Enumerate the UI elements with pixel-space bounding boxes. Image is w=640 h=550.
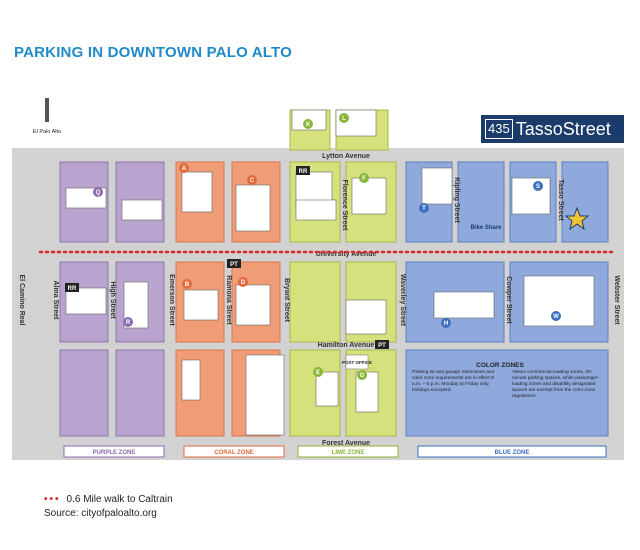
marker-r: R xyxy=(123,317,133,327)
post-office: POST OFFICE xyxy=(342,354,372,370)
color-zones-heading: COLOR ZONES xyxy=(476,362,524,369)
color-zones-text-left: Parking lot and garage restrictions and … xyxy=(412,370,495,393)
marker-q: Q xyxy=(93,187,103,197)
marker-l: L xyxy=(339,113,349,123)
zone-blue: BLUE ZONE xyxy=(495,450,530,456)
zone-coral: CORAL ZONE xyxy=(214,450,254,456)
zone-purple: PURPLE ZONE xyxy=(93,450,136,456)
street-el-camino: El Camino Real xyxy=(18,275,25,326)
route-dots-icon: ••• xyxy=(44,494,61,505)
brand-number: 435 xyxy=(485,119,513,139)
svg-text:G: G xyxy=(360,373,365,379)
svg-text:PT: PT xyxy=(378,343,386,349)
street-alma: Alma Street xyxy=(52,281,59,321)
marker-f: F xyxy=(359,173,369,183)
marker-t: T xyxy=(419,203,429,213)
svg-text:F: F xyxy=(362,176,366,182)
svg-text:B: B xyxy=(185,282,190,288)
street-kipling: Kipling Street xyxy=(453,177,460,223)
svg-text:W: W xyxy=(553,314,559,320)
marker-rr-2: RR xyxy=(296,166,310,175)
marker-pt-1: PT xyxy=(227,259,241,268)
marker-w: W xyxy=(551,311,561,321)
marker-k: K xyxy=(303,119,313,129)
street-forest: Forest Avenue xyxy=(322,440,370,447)
marker-g: G xyxy=(357,370,367,380)
brand-name: TassoStreet xyxy=(515,118,611,139)
svg-text:POST OFFICE: POST OFFICE xyxy=(342,360,372,365)
svg-text:T: T xyxy=(422,206,426,212)
color-zones-text-right: Yellow commercial-loading zones, 20-minu… xyxy=(512,370,600,399)
svg-text:H: H xyxy=(444,321,448,327)
marker-d: D xyxy=(238,277,248,287)
location-star-icon xyxy=(564,206,590,231)
street-cowper: Cowper Street xyxy=(505,276,512,324)
svg-text:R: R xyxy=(126,320,131,326)
marker-pt-2: PT xyxy=(375,340,389,349)
svg-text:K: K xyxy=(306,122,311,128)
street-high: High Street xyxy=(109,281,116,319)
source-text: Source: cityofpaloalto.org xyxy=(44,508,157,519)
svg-text:A: A xyxy=(182,166,187,172)
street-hamilton: Hamilton Avenue xyxy=(318,342,375,349)
blue-zone-blocks xyxy=(405,161,609,437)
svg-text:RR: RR xyxy=(299,169,308,175)
marker-h: H xyxy=(441,318,451,328)
landmark-label: El Palo Alto xyxy=(33,129,61,135)
svg-text:C: C xyxy=(250,178,255,184)
palo-alto-tree-icon xyxy=(45,98,49,122)
marker-a: A xyxy=(179,163,189,173)
parking-lots xyxy=(65,109,595,436)
street-university: University Avenue xyxy=(316,251,377,258)
zone-lime: LIME ZONE xyxy=(332,450,365,456)
zone-legend: PURPLE ZONE CORAL ZONE LIME ZONE BLUE ZO… xyxy=(63,445,607,458)
brand-banner: 435 TassoStreet xyxy=(481,115,624,143)
marker-b: B xyxy=(182,279,192,289)
street-emerson: Emerson Street xyxy=(168,274,175,326)
bike-share-label: Bike Share xyxy=(470,225,502,231)
parking-markers: A B C D E F G H K L Q R S T W PT PT RR R… xyxy=(65,113,561,380)
svg-text:Q: Q xyxy=(96,190,101,196)
svg-text:PT: PT xyxy=(230,262,238,268)
svg-text:S: S xyxy=(536,184,540,190)
street-webster: Webster Street xyxy=(613,275,620,325)
color-zones-info: COLOR ZONES Parking lot and garage restr… xyxy=(412,362,600,399)
marker-s: S xyxy=(533,181,543,191)
street-ramona: Ramona Street xyxy=(225,275,232,325)
svg-text:RR: RR xyxy=(68,286,77,292)
walk-legend-text: 0.6 Mile walk to Caltrain xyxy=(66,494,173,505)
street-florence: Florence Street xyxy=(341,180,348,232)
street-tasso: Tasso Street xyxy=(557,179,564,221)
street-labels: Lytton Avenue University Avenue Hamilton… xyxy=(18,153,620,447)
marker-e: E xyxy=(313,367,323,377)
marker-rr-1: RR xyxy=(65,283,79,292)
street-bryant: Bryant Street xyxy=(283,278,290,323)
svg-text:E: E xyxy=(316,370,320,376)
street-lytton: Lytton Avenue xyxy=(322,153,370,160)
street-waverley: Waverley Street xyxy=(399,274,406,327)
marker-c: C xyxy=(247,175,257,185)
svg-text:D: D xyxy=(241,280,246,286)
page-title: PARKING IN DOWNTOWN PALO ALTO xyxy=(14,44,293,61)
svg-text:L: L xyxy=(342,116,346,122)
walk-legend: ••• 0.6 Mile walk to Caltrain xyxy=(44,494,173,505)
